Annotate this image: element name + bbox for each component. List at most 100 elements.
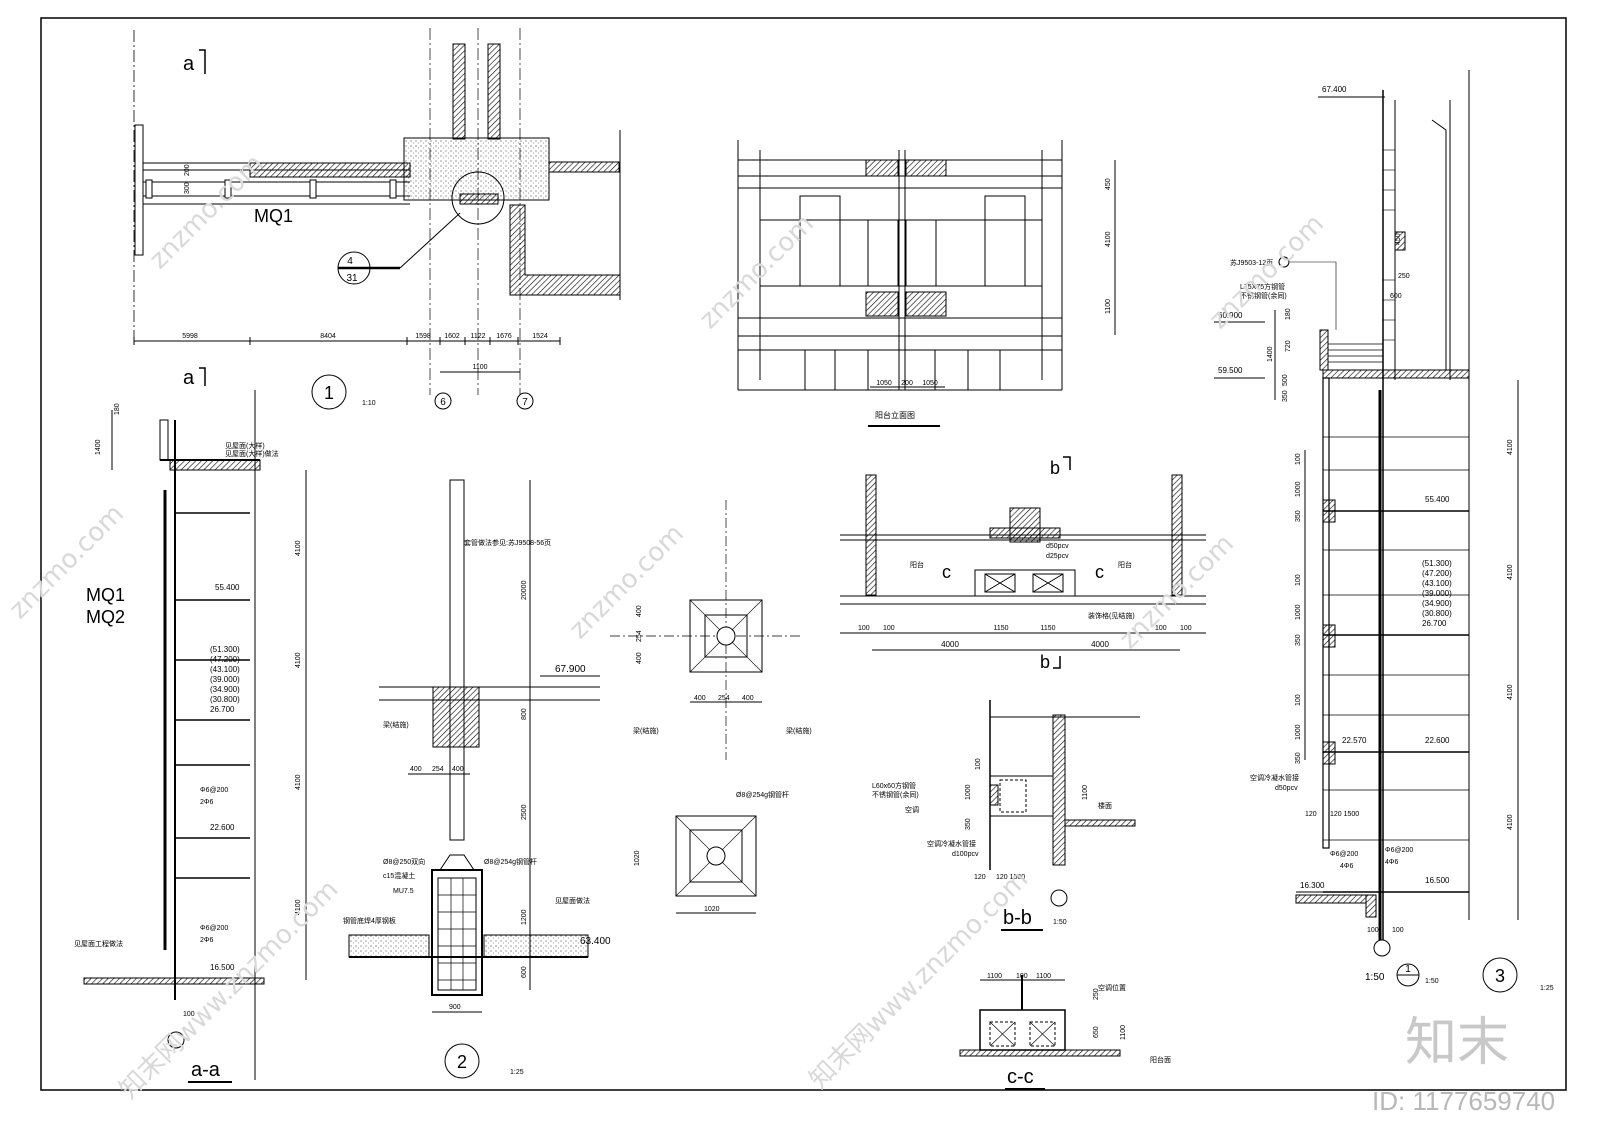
s3-ref-number: 1 bbox=[1405, 964, 1411, 975]
s3-elev-26700: 26.700 bbox=[1422, 619, 1447, 628]
aa-elev-34: (34.900) bbox=[210, 685, 240, 694]
d2-rebar-b: Ø8@254g钢管杆 bbox=[484, 857, 537, 866]
s3-rebar-1: Φ6@200 bbox=[1385, 847, 1413, 854]
d2-dim-h2-2: 400 bbox=[742, 695, 754, 702]
s3-dim-180: 180 bbox=[1285, 308, 1292, 320]
cc-dim-1100: 1100 bbox=[1120, 1025, 1127, 1040]
cc-dim-250: 250 bbox=[1093, 988, 1100, 1000]
elevation-title: 阳台立面图 bbox=[875, 410, 915, 420]
d2-dim-h2-0: 400 bbox=[694, 695, 706, 702]
plan-dim-2: 1598 bbox=[415, 333, 431, 340]
mark-b-bottom: b bbox=[1040, 652, 1050, 672]
section-aa-title: a-a bbox=[191, 1059, 221, 1081]
aa-label-mq2: MQ2 bbox=[86, 607, 125, 627]
d2-base: 钢管底焊4厚钢板 bbox=[343, 916, 396, 925]
aa-elev-26: 26.700 bbox=[210, 705, 235, 714]
balcony-label-right: 阳台 bbox=[1118, 560, 1132, 569]
s3-elev-34: (34.900) bbox=[1422, 599, 1452, 608]
pipe-d25: d25pcv bbox=[1046, 553, 1069, 560]
aa-elev-43: (43.100) bbox=[210, 665, 240, 674]
s3-dim-100-3: 100 bbox=[1295, 694, 1302, 706]
s3-dim-120: 120 bbox=[1305, 811, 1317, 818]
pipe-d50: d50pcv bbox=[1046, 543, 1069, 550]
s3-elev-22600: 22.600 bbox=[1425, 736, 1450, 745]
d2-beam-right: 梁(结施) bbox=[633, 726, 659, 735]
plan-dim-0: 5998 bbox=[182, 333, 198, 340]
watermark-text: znzmo.com bbox=[564, 519, 690, 645]
s3-dim-350-3: 350 bbox=[1295, 752, 1302, 764]
aa-elev-22: 22.600 bbox=[210, 823, 235, 832]
section-3: 67.400 苏J9503-12页 L75X75方钢管 不锈钢管(余同) 60.… bbox=[1214, 70, 1554, 993]
aa-rebar-2: 2Φ6 bbox=[200, 799, 213, 806]
elev-dim-4100: 4100 bbox=[1105, 231, 1112, 247]
elev-dim-1100: 1100 bbox=[1105, 299, 1112, 314]
bb-angle-2: 不锈钢管(余同) bbox=[872, 790, 919, 799]
s3-elev-30: (30.800) bbox=[1422, 609, 1452, 618]
s3-dim-1000-2: 1000 bbox=[1295, 604, 1302, 620]
plan-scale: 1:10 bbox=[362, 400, 376, 407]
s3-ref-scale: 1:50 bbox=[1425, 978, 1439, 985]
s3-elev-22570: 22.570 bbox=[1342, 736, 1367, 745]
bb-dim-1100: 1100 bbox=[1082, 785, 1089, 800]
s3-dim-350-1: 350 bbox=[1295, 510, 1302, 522]
watermark-logo: 知末 bbox=[1405, 1013, 1509, 1073]
aa-note-top2: 见屋面(大样)做法 bbox=[225, 449, 279, 458]
s3-tube: L75X75方钢管 bbox=[1240, 282, 1285, 291]
section-cc-title: c-c bbox=[1007, 1066, 1034, 1088]
detail-ref-top: 4 bbox=[347, 256, 353, 267]
s3-elev-16300: 16.300 bbox=[1300, 881, 1325, 890]
plan-dim-1: 8404 bbox=[320, 333, 336, 340]
d2-concrete: c15混凝土 bbox=[383, 871, 415, 880]
watermark-id: ID: 1177659740 bbox=[1372, 1086, 1555, 1116]
s3-title-number: 3 bbox=[1495, 966, 1505, 986]
cc-dim-650: 650 bbox=[1093, 1026, 1100, 1038]
d2-dim-20000: 20000 bbox=[521, 580, 528, 600]
mark-c-right: c bbox=[1095, 562, 1104, 582]
d2-dim-900: 900 bbox=[449, 1004, 461, 1011]
elev-dim-b1: 200 bbox=[901, 380, 913, 387]
s3-dim-4100-2: 4100 bbox=[1507, 564, 1514, 580]
s3-tube-2: 不锈钢管(余同) bbox=[1240, 291, 1287, 300]
decor-note: 装饰格(见结施) bbox=[1088, 611, 1135, 620]
s3-dim-1400: 1400 bbox=[1267, 346, 1274, 362]
d2-dim-v2-0: 400 bbox=[636, 605, 643, 617]
s3-scale: 1:25 bbox=[1540, 985, 1554, 992]
d2-rebar-a: Ø8@250双向 bbox=[383, 857, 425, 866]
aa-rebar-3: Φ6@200 bbox=[200, 925, 228, 932]
plan-dim-6: 1524 bbox=[532, 333, 548, 340]
plan-detail-1: a a 300 200 MQ1 4 31 bbox=[133, 28, 621, 410]
d2-note-1: 套管做法参见:苏J9508-56页 bbox=[464, 538, 551, 547]
section-aa: 4100 4100 4100 4100 180 1400 MQ1 MQ2 55.… bbox=[74, 390, 307, 1083]
detail-ref-bottom: 31 bbox=[346, 273, 358, 284]
aa-dim-4100-1: 4100 bbox=[295, 540, 302, 556]
s3-dim-720: 720 bbox=[1285, 340, 1292, 352]
s3-dim-100-b2: 100 bbox=[1392, 927, 1404, 934]
aa-dim-4100-3: 4100 bbox=[295, 774, 302, 790]
d2-scale: 1:25 bbox=[510, 1069, 524, 1076]
cc-dim-1100-a: 1100 bbox=[987, 973, 1002, 980]
s3-dim-1000-1: 1000 bbox=[1295, 481, 1302, 497]
d2-dim-v2-2: 400 bbox=[636, 652, 643, 664]
d2-beam-left: 梁(结施) bbox=[383, 720, 409, 729]
bb-dim-350: 350 bbox=[965, 818, 972, 830]
s3-dim-350: 350 bbox=[1282, 390, 1289, 402]
section-mark-a-bottom: a bbox=[183, 367, 195, 389]
s3-dim-4100-4: 4100 bbox=[1507, 814, 1514, 830]
d2-dim-600: 600 bbox=[521, 966, 528, 978]
plan-span-dim: 1100 bbox=[472, 364, 487, 371]
elev-dim-b2: 1050 bbox=[922, 380, 938, 387]
aa-elev-39: (39.000) bbox=[210, 675, 240, 684]
d2-dim-2500: 2500 bbox=[521, 804, 528, 820]
small-dim-200: 200 bbox=[184, 164, 191, 176]
d2-dim-h1-1: 254 bbox=[432, 766, 444, 773]
aa-dim-4100-2: 4100 bbox=[295, 652, 302, 668]
s3-elev-39: (39.000) bbox=[1422, 589, 1452, 598]
mark-b-top: b bbox=[1050, 458, 1060, 478]
cc-floor: 阳台面 bbox=[1150, 1055, 1171, 1064]
aa-dim-1400: 1400 bbox=[95, 439, 102, 455]
s3-dim-100-1: 100 bbox=[1295, 453, 1302, 465]
cc-dim-1100-b: 1100 bbox=[1036, 973, 1051, 980]
bb-ac: 空调 bbox=[905, 805, 919, 814]
aa-elev-47: (47.200) bbox=[210, 655, 240, 664]
